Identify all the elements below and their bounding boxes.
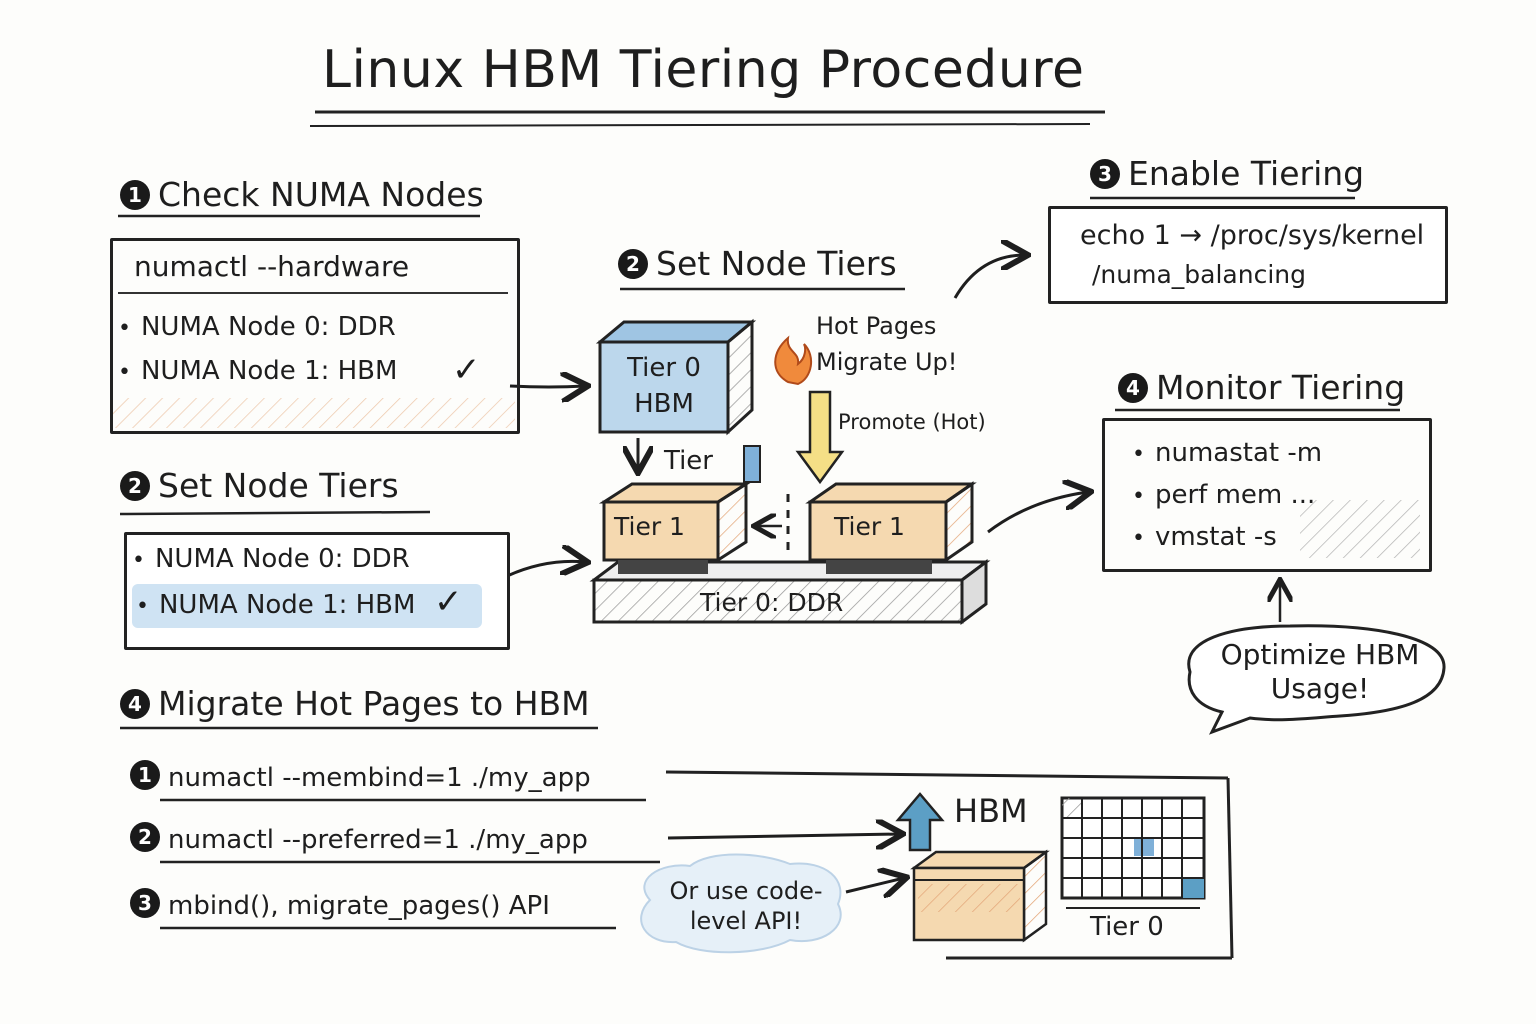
step2b-item-0: •NUMA Node 0: DDR: [132, 544, 410, 574]
monitor-item-1: •perf mem ...: [1132, 480, 1316, 510]
promote-arrow: [795, 390, 845, 485]
tier1-left-box: [602, 500, 720, 562]
step1-item-1: •NUMA Node 1: HBM: [118, 356, 398, 386]
flame-icon: [774, 335, 813, 386]
step1-heading: 1 Check NUMA Nodes: [120, 175, 484, 214]
check-icon: ✓: [434, 582, 463, 622]
step3-heading-text: Enable Tiering: [1128, 154, 1365, 193]
step1-item-0: •NUMA Node 0: DDR: [118, 312, 396, 342]
step-number: 3: [1090, 159, 1120, 189]
step3-line1: echo 1 → /proc/sys/kernel: [1080, 220, 1425, 251]
code-api-cloud: [640, 853, 842, 954]
step2a-heading-text: Set Node Tiers: [656, 244, 897, 283]
step4a-heading-text: Monitor Tiering: [1156, 368, 1406, 407]
tier1-left-label: Tier 1: [614, 512, 685, 541]
arrow-to-step4a: [987, 492, 1088, 534]
check-icon: ✓: [452, 350, 481, 390]
tier0-ddr-label: Tier 0: DDR: [700, 588, 844, 617]
arrow-to-step3: [953, 255, 1025, 299]
mini-tier0-label: Tier 0: [1090, 912, 1164, 942]
step2a-heading: 2 Set Node Tiers: [618, 244, 897, 283]
step3-box: [1048, 206, 1448, 304]
tier1-right-label: Tier 1: [834, 512, 905, 541]
step4a-box: [1102, 418, 1432, 572]
page-title: Linux HBM Tiering Procedure: [322, 40, 1085, 100]
monitor-item-2: •vmstat -s: [1132, 522, 1277, 552]
step-number: 4: [120, 689, 150, 719]
step2b-heading-text: Set Node Tiers: [158, 466, 399, 505]
step4a-heading: 4 Monitor Tiering: [1118, 368, 1405, 407]
step3-heading: 3 Enable Tiering: [1090, 154, 1364, 193]
tier0-grid: [1060, 796, 1206, 909]
step-number: 2: [618, 249, 648, 279]
step2b-highlight: [132, 584, 482, 628]
tier1-right-box: [808, 500, 948, 562]
tier0-hbm-label: Tier 0 HBM: [627, 353, 701, 419]
step4b-heading: 4 Migrate Hot Pages to HBM: [120, 684, 590, 723]
hot-pages-label: Hot Pages Migrate Up!: [816, 312, 958, 376]
cloud-label: Or use code-level API!: [669, 877, 823, 935]
tier0-ddr-base: [592, 578, 964, 624]
step-number: 4: [1118, 373, 1148, 403]
step2b-item-1: •NUMA Node 1: HBM: [136, 590, 416, 620]
promote-label: Promote (Hot): [838, 410, 986, 434]
step1-box: [110, 238, 520, 434]
optimize-bubble: [1187, 624, 1446, 735]
mini-hbm-label: HBM: [954, 792, 1028, 830]
step-number: 2: [120, 471, 150, 501]
monitor-item-0: •numastat -m: [1132, 438, 1323, 468]
optimize-label: Optimize HBM Usage!: [1220, 638, 1420, 705]
step4b-heading-text: Migrate Hot Pages to HBM: [158, 684, 590, 723]
step1-command: numactl --hardware: [134, 250, 410, 283]
tier0-hbm-cube: [598, 340, 730, 434]
tier-label: Tier: [664, 446, 713, 476]
step3-line2: /numa_balancing: [1092, 260, 1306, 289]
hbm-up-arrow: [895, 792, 945, 852]
step2b-heading: 2 Set Node Tiers: [120, 466, 399, 505]
arrow-step1-to-hbm: [509, 386, 585, 387]
step-number: 1: [120, 180, 150, 210]
step1-heading-text: Check NUMA Nodes: [158, 175, 484, 214]
